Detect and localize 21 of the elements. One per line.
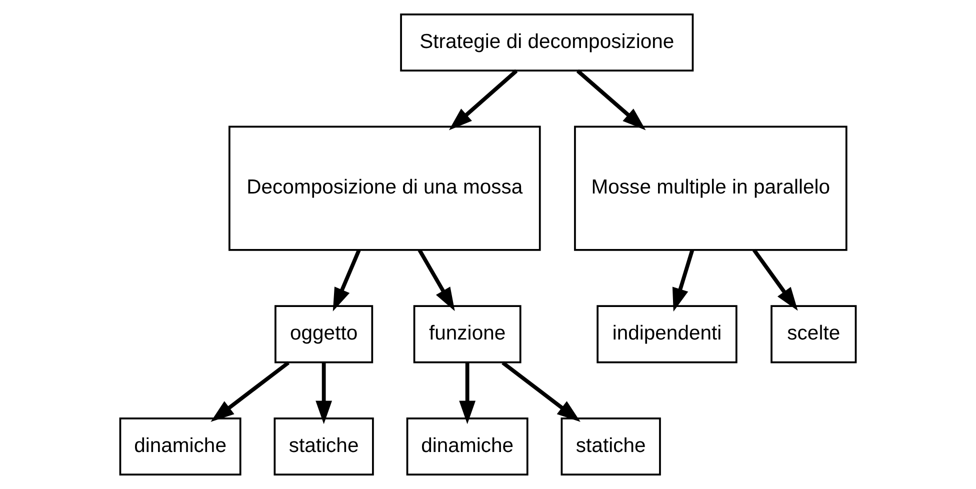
- arrow: [576, 69, 646, 130]
- node-box: statiche: [274, 418, 374, 476]
- node-box: indipendenti: [596, 305, 738, 364]
- node-box: scelte: [770, 305, 857, 364]
- arrow: [418, 249, 455, 312]
- node-box: oggetto: [274, 305, 374, 364]
- arrow: [459, 362, 476, 424]
- node-box: dinamiche: [406, 418, 528, 476]
- node-box: statiche: [560, 418, 661, 476]
- node-box: Mosse multiple in parallelo: [574, 126, 848, 251]
- arrow: [316, 362, 332, 424]
- arrow: [752, 248, 798, 311]
- arrow: [210, 361, 290, 422]
- arrow: [672, 249, 694, 312]
- node-box: funzione: [413, 305, 522, 364]
- arrow: [332, 249, 361, 312]
- arrow: [502, 361, 580, 422]
- node-box: Decomposizione di una mossa: [228, 126, 541, 251]
- node-box: dinamiche: [119, 418, 242, 476]
- node-box: Strategie di decomposizione: [400, 13, 694, 72]
- arrow: [448, 69, 518, 130]
